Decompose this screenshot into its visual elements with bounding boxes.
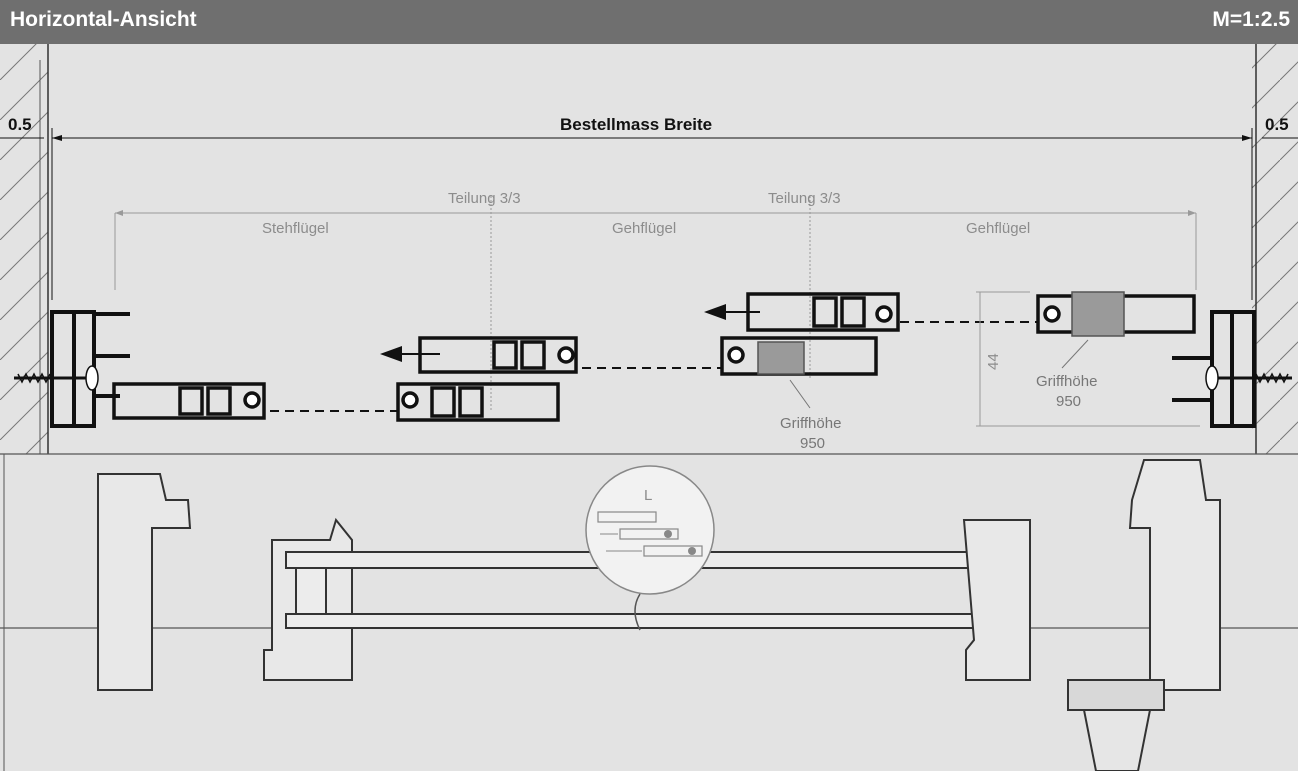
division-label-2: Teilung 3/3 [768,190,841,207]
left-arrow-icon-2 [704,304,760,320]
leaf-label-moving-1: Gehflügel [612,220,676,237]
right-wall [1252,44,1298,454]
moving-leaf-2-upper [746,292,900,332]
left-arrow-icon [380,346,440,362]
moving-leaf-2-lower [720,336,878,376]
right-sill-profile [962,459,1221,691]
moving-leaf-1-lower [396,382,560,422]
technical-drawing: 0.5 0.5 Bestellmass Breite Teilung 3/3 T… [0,44,1298,771]
left-anchor-screw-icon [14,365,99,391]
division-dimension [114,196,1197,410]
drawing-scale: M=1:2.5 [1212,8,1290,31]
handle-value-2: 950 [1056,393,1081,410]
order-width-dimension [0,128,1298,300]
left-wall [0,44,49,454]
detail-callout [585,465,715,631]
right-anchor-screw-icon [1205,365,1292,391]
leaf-label-moving-2: Gehflügel [966,220,1030,237]
moving-leaf-3-profile [1036,291,1196,337]
right-gap-label: 0.5 [1265,115,1289,134]
depth-dimension [976,291,1200,427]
handle-label-1: Griffhöhe [780,415,841,432]
left-gap-label: 0.5 [8,115,32,134]
left-frame-profile [50,310,130,428]
division-label-1: Teilung 3/3 [448,190,521,207]
handle-label-2: Griffhöhe [1036,373,1097,390]
bottom-guide [1067,679,1165,771]
detail-label: L [644,487,652,504]
order-width-label: Bestellmass Breite [560,115,712,134]
drawing-title: Horizontal-Ansicht [10,8,197,31]
fixed-leaf-profile [112,382,266,420]
leaf-label-fixed: Stehflügel [262,220,329,237]
handle-value-1: 950 [800,435,825,452]
moving-leaf-1-upper [418,336,578,374]
depth-label: 44 [985,353,1002,370]
header-bar: Horizontal-Ansicht M=1:2.5 [0,0,1298,44]
